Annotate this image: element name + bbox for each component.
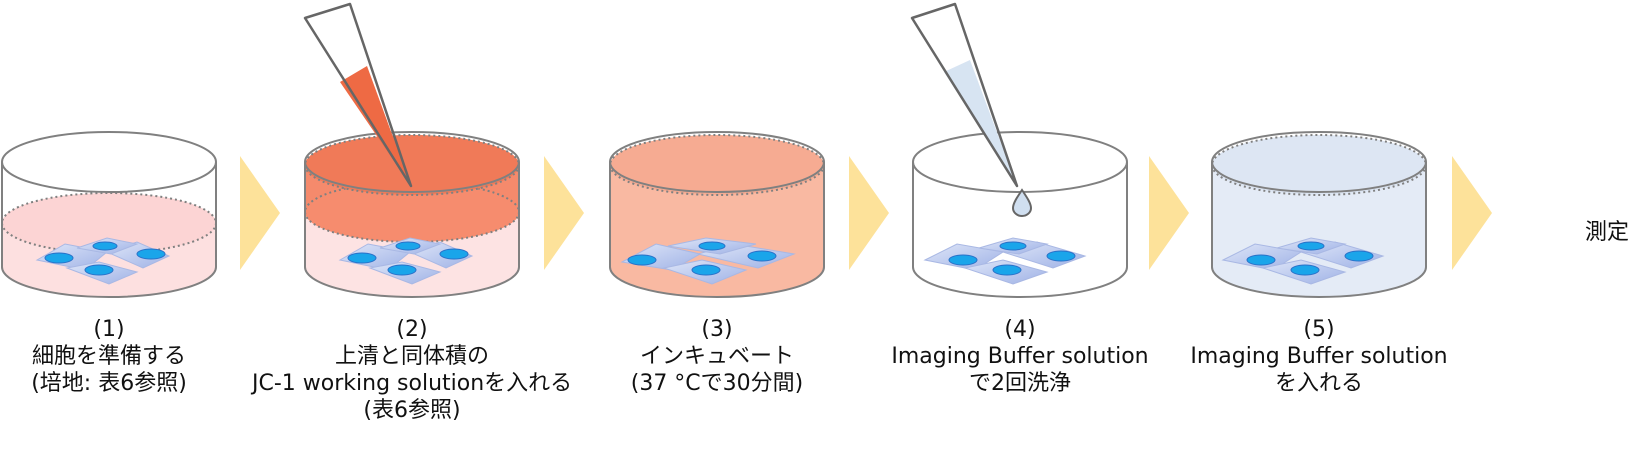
nucleus: [92, 241, 118, 251]
step-line: 細胞を準備する: [31, 344, 186, 369]
pipette-body: [910, 2, 1019, 188]
nucleus: [691, 264, 721, 276]
step-line: を入れる: [1274, 371, 1363, 396]
step-3-caption: (3) インキュベート (37 °Cで30分間): [557, 316, 877, 397]
dish-walls: [609, 162, 825, 298]
pipette-blue-icon: [910, 2, 1033, 217]
step-line: Imaging Buffer solution: [1190, 344, 1448, 369]
nucleus: [136, 248, 166, 260]
dish-walls: [912, 162, 1128, 298]
nucleus: [1290, 264, 1320, 276]
nucleus: [84, 264, 114, 276]
nucleus: [999, 241, 1027, 251]
arrow-2-icon: [544, 156, 584, 270]
nucleus: [992, 264, 1022, 276]
arrow-4-icon: [1149, 156, 1189, 270]
medium-surface: [609, 134, 825, 196]
cell-cluster: [35, 237, 171, 285]
pipette-body: [303, 2, 413, 188]
nucleus: [347, 252, 377, 264]
nucleus: [395, 241, 421, 251]
buffer-surface: [1211, 134, 1427, 196]
nucleus: [439, 248, 469, 260]
dish-rim: [1, 131, 217, 193]
step-number: (3): [701, 317, 733, 342]
measurement-label: 測定: [1585, 220, 1630, 245]
step-line: で2回洗浄: [969, 371, 1071, 396]
nucleus: [948, 254, 978, 266]
dish-walls: [1, 162, 217, 298]
step-line: (表6参照): [363, 398, 461, 423]
dish-walls: [1211, 162, 1427, 298]
arrow-1-icon: [240, 156, 280, 270]
step-1-caption: (1) 細胞を準備する (培地: 表6参照): [0, 316, 269, 397]
dish-5: [1211, 131, 1427, 298]
nucleus: [1297, 241, 1325, 251]
cell-cluster: [620, 237, 796, 285]
step-line: JC-1 working solutionを入れる: [252, 371, 573, 396]
nucleus: [1246, 254, 1276, 266]
droplet: [1011, 188, 1033, 217]
cell-cluster: [338, 237, 474, 285]
step-line: (37 °Cで30分間): [630, 371, 804, 396]
step-number: (5): [1303, 317, 1335, 342]
step-4-caption: (4) Imaging Buffer solution で2回洗浄: [860, 316, 1180, 397]
nucleus: [1046, 250, 1076, 262]
step-5-caption: (5) Imaging Buffer solution を入れる: [1159, 316, 1479, 397]
arrow-5-icon: [1452, 156, 1492, 270]
nucleus: [387, 264, 417, 276]
step-number: (2): [396, 317, 428, 342]
cell-cluster: [923, 237, 1087, 285]
dish-1: [1, 131, 217, 298]
dish-4: [910, 2, 1128, 298]
dish-walls: [304, 162, 520, 298]
nucleus: [698, 241, 726, 251]
step-line: インキュベート: [639, 344, 794, 369]
dish-2: [303, 2, 520, 298]
nucleus: [44, 252, 74, 264]
step-2-caption: (2) 上清と同体積の JC-1 working solutionを入れる (表…: [252, 316, 572, 424]
pipette-orange-icon: [303, 2, 413, 188]
cell-cluster: [1221, 237, 1385, 285]
nucleus: [747, 250, 777, 262]
dish-rim: [912, 131, 1128, 193]
nucleus: [627, 254, 657, 266]
dish-3: [609, 131, 825, 298]
nucleus: [1344, 250, 1374, 262]
arrow-3-icon: [849, 156, 889, 270]
step-line: Imaging Buffer solution: [891, 344, 1149, 369]
step-number: (1): [93, 317, 125, 342]
step-line: (培地: 表6参照): [31, 371, 187, 396]
step-line: 上清と同体積の: [334, 344, 489, 369]
step-number: (4): [1004, 317, 1036, 342]
